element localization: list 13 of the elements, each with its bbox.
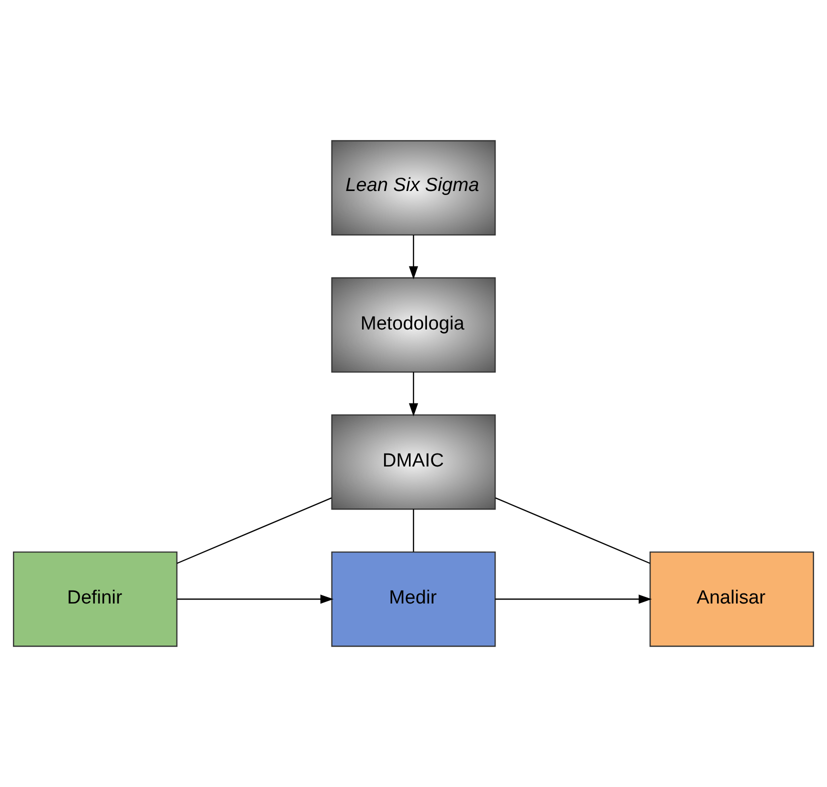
node-box: Analisar [650,551,814,647]
node-box: DMAIC [331,414,496,510]
node-box: Metodologia [331,277,496,373]
node-box: Lean Six Sigma [331,140,496,236]
node-box: Definir [12,551,178,647]
arrow [408,372,418,416]
connector [412,509,414,552]
arrow [495,594,652,604]
arrow [408,235,418,280]
arrow [176,594,334,604]
node-box: Medir [331,551,496,647]
connector [495,497,650,564]
connector [176,497,332,564]
